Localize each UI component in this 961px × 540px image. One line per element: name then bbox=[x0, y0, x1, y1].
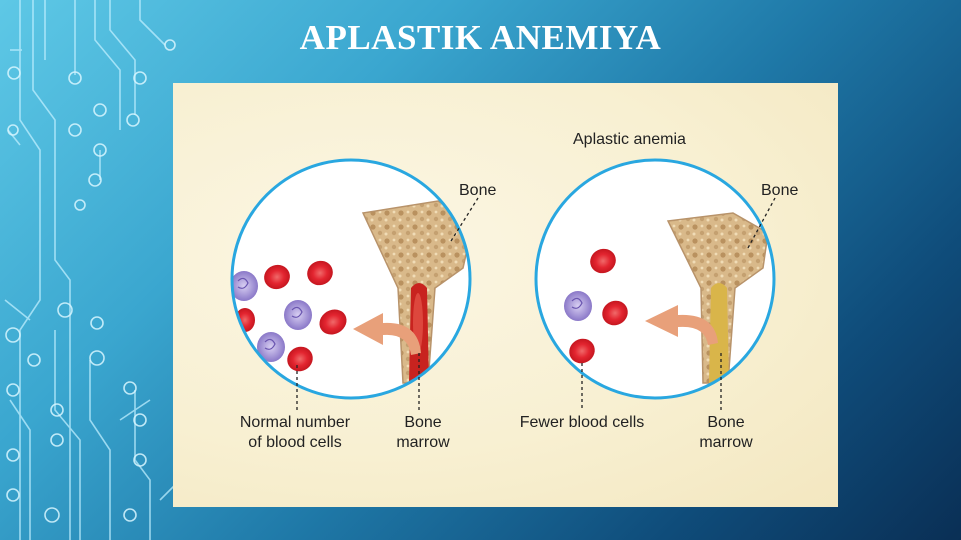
left-cells-label-line1: Normal number bbox=[239, 414, 351, 431]
slide-title: APLASTIK ANEMIYA bbox=[299, 18, 662, 57]
red-blood-cell bbox=[590, 248, 616, 274]
left-bone-leader bbox=[450, 197, 479, 242]
right-flow-arrow bbox=[645, 305, 718, 345]
right-marrow-depleted bbox=[709, 283, 729, 383]
right-cells-label: Fewer blood cells bbox=[519, 414, 645, 431]
left-marrow-label-line1: Bone bbox=[404, 414, 442, 431]
left-marrow-label-line2: marrow bbox=[396, 434, 450, 451]
red-blood-cell bbox=[319, 309, 347, 335]
right-marrow-label-line1: Bone bbox=[707, 414, 745, 431]
right-marrow-label-line2: marrow bbox=[699, 434, 753, 451]
circuit-decoration bbox=[4, 0, 191, 540]
figure-heading: Aplastic anemia bbox=[573, 131, 686, 148]
right-circle-border bbox=[534, 158, 776, 400]
white-blood-cell bbox=[257, 332, 285, 362]
illustration-svg bbox=[230, 158, 776, 411]
white-blood-cell bbox=[284, 300, 312, 330]
white-blood-cell bbox=[232, 271, 258, 301]
left-cells-label-line2: of blood cells bbox=[248, 434, 342, 451]
left-flow-arrow bbox=[353, 313, 421, 355]
left-marrow-label: Bone marrow bbox=[383, 413, 463, 453]
white-blood-cell bbox=[564, 291, 592, 321]
red-blood-cell bbox=[264, 264, 290, 290]
left-bone-label: Bone bbox=[459, 182, 497, 199]
right-bone-label: Bone bbox=[761, 182, 799, 199]
left-circle-border bbox=[230, 158, 472, 400]
right-marrow-label: Bone marrow bbox=[686, 413, 766, 453]
red-blood-cell bbox=[307, 260, 333, 286]
red-blood-cell bbox=[287, 346, 313, 372]
aplastic-anemia-illustration: Aplastic anemia Bone Bone Normal number … bbox=[173, 83, 838, 507]
left-cells-label: Normal number of blood cells bbox=[225, 413, 365, 453]
red-blood-cell bbox=[569, 338, 595, 364]
red-blood-cell bbox=[602, 300, 628, 326]
